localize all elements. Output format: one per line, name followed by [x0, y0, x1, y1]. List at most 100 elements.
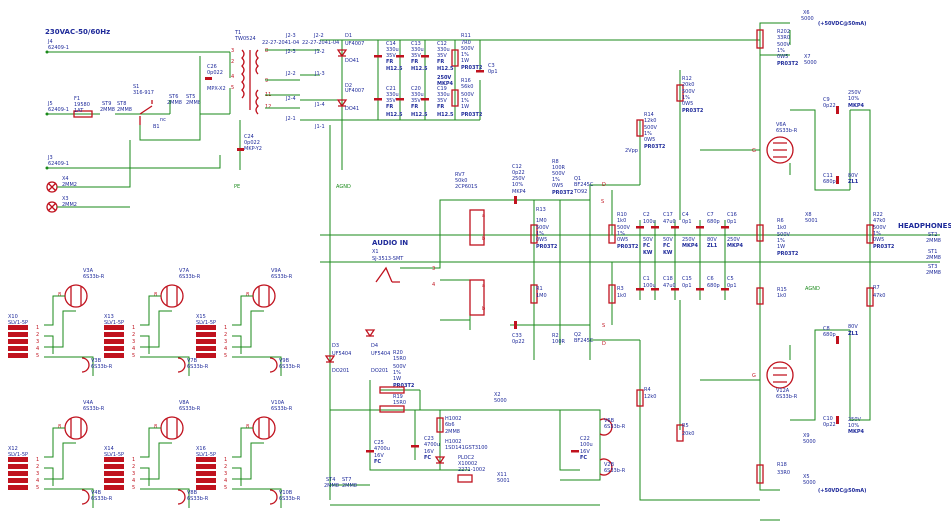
- svg-text:FC: FC: [663, 243, 670, 249]
- svg-text:10%: 10%: [848, 423, 859, 429]
- svg-text:J4: J4: [47, 39, 53, 45]
- svg-text:UF5404: UF5404: [332, 351, 351, 357]
- socket-pin-block: [104, 325, 124, 330]
- svg-text:R13: R13: [536, 207, 546, 213]
- socket-wiring: [44, 295, 94, 376]
- socket-pin-number: 4: [224, 346, 227, 352]
- socket-tube-bottom-label: V8B: [187, 490, 198, 496]
- svg-text:500V: 500V: [461, 92, 475, 98]
- socket-tube-top-type: 6S33b-R: [179, 406, 201, 412]
- svg-text:2CP601S: 2CP601S: [455, 184, 477, 190]
- svg-text:12: 12: [265, 104, 271, 110]
- svg-text:J1-4: J1-4: [314, 102, 325, 108]
- input-stage: C12 0p22 250V 10% MKP4 R8 100R 500V 1% 0…: [510, 159, 640, 360]
- svg-text:2MM8: 2MM8: [926, 255, 941, 261]
- socket-part: SLV1-5P: [104, 452, 124, 458]
- svg-text:R18: R18: [777, 462, 787, 468]
- svg-text:PR03T2: PR03T2: [461, 65, 483, 71]
- svg-text:3: 3: [432, 266, 435, 272]
- svg-text:J2-1: J2-1: [285, 116, 296, 122]
- svg-text:FR: FR: [411, 104, 418, 110]
- socket-pin-block: [196, 457, 216, 462]
- svg-text:5000: 5000: [803, 439, 816, 445]
- socket-pin-block: [104, 332, 124, 337]
- svg-text:DO41: DO41: [345, 58, 359, 64]
- svg-text:R3: R3: [617, 286, 624, 292]
- svg-text:1M0: 1M0: [536, 293, 547, 299]
- headphones-heading: HEADPHONES: [898, 222, 951, 230]
- heater-tube-b-icon: [177, 357, 186, 373]
- socket-pin-number: 5: [132, 353, 135, 359]
- svg-text:3: 3: [231, 48, 234, 54]
- svg-text:C23: C23: [424, 436, 434, 442]
- svg-text:Q1: Q1: [574, 176, 581, 182]
- tube-v12a: [766, 361, 794, 389]
- socket-tube-top-label: V9A: [271, 268, 282, 274]
- svg-text:330u: 330u: [386, 47, 399, 53]
- svg-text:BF245C: BF245C: [574, 182, 594, 188]
- svg-text:FR: FR: [386, 59, 393, 65]
- svg-text:R6: R6: [777, 218, 784, 224]
- svg-text:20k0: 20k0: [682, 431, 694, 437]
- socket-pin-number: 3: [36, 339, 39, 345]
- svg-text:100R: 100R: [552, 339, 566, 345]
- socket-pin-block: [196, 353, 216, 358]
- svg-text:0W5: 0W5: [536, 237, 547, 243]
- svg-text:100u: 100u: [643, 219, 656, 225]
- svg-text:X1: X1: [372, 249, 379, 255]
- svg-text:FR: FR: [386, 104, 393, 110]
- svg-text:C7: C7: [707, 212, 714, 218]
- svg-text:0W5: 0W5: [682, 101, 693, 107]
- svg-text:X9: X9: [803, 433, 810, 439]
- svg-text:G: G: [752, 373, 756, 379]
- socket-pin-block: [8, 464, 28, 469]
- svg-text:0p022: 0p022: [207, 70, 223, 76]
- svg-text:C12: C12: [512, 164, 522, 170]
- svg-text:10%: 10%: [848, 96, 859, 102]
- socket-tube-top-label: V8A: [179, 400, 190, 406]
- svg-text:b: b: [482, 306, 485, 312]
- svg-text:C33: C33: [512, 333, 522, 339]
- svg-text:680p: 680p: [707, 219, 720, 225]
- svg-text:MKP-Y2: MKP-Y2: [244, 146, 262, 152]
- svg-text:7R0: 7R0: [461, 40, 471, 46]
- svg-text:80V: 80V: [707, 237, 717, 243]
- socket-pin-number: 2: [224, 332, 227, 338]
- svg-text:35V: 35V: [411, 53, 421, 59]
- socket-pin-block: [196, 464, 216, 469]
- svg-text:1%: 1%: [682, 95, 690, 101]
- svg-text:1W: 1W: [393, 376, 401, 382]
- svg-text:2MM2: 2MM2: [62, 202, 77, 208]
- socket-part: SLV1-5P: [196, 452, 216, 458]
- svg-text:1k0: 1k0: [777, 293, 786, 299]
- svg-text:R11: R11: [461, 33, 471, 39]
- svg-text:J2-3: J2-3: [285, 49, 296, 55]
- svg-text:1%: 1%: [777, 238, 785, 244]
- svg-text:47u0: 47u0: [663, 283, 676, 289]
- svg-text:FC: FC: [580, 455, 587, 461]
- svg-text:V12A: V12A: [776, 388, 790, 394]
- svg-text:19580: 19580: [74, 102, 90, 108]
- svg-text:D4: D4: [371, 343, 378, 349]
- socket-pin-8: 8: [154, 292, 157, 298]
- svg-text:15R0: 15R0: [393, 356, 406, 362]
- socket-pin-block: [8, 485, 28, 490]
- svg-text:ST6: ST6: [169, 94, 178, 100]
- svg-text:250V: 250V: [437, 75, 451, 81]
- svg-text:500V: 500V: [682, 89, 696, 95]
- svg-text:0p1: 0p1: [488, 69, 498, 75]
- svg-text:J2-3: J2-3: [285, 33, 296, 39]
- svg-text:nc: nc: [160, 117, 166, 123]
- svg-text:PE: PE: [234, 184, 240, 190]
- svg-text:MKP4: MKP4: [437, 81, 454, 87]
- socket-pin-block: [8, 353, 28, 358]
- audio-in-heading: AUDIO IN: [372, 239, 408, 247]
- svg-text:2MM8: 2MM8: [186, 100, 201, 106]
- svg-text:PR03T2: PR03T2: [393, 383, 415, 389]
- svg-text:ST1: ST1: [928, 249, 937, 255]
- svg-text:2271-1002: 2271-1002: [458, 467, 485, 473]
- svg-text:C22: C22: [580, 436, 590, 442]
- svg-text:1%: 1%: [873, 231, 881, 237]
- svg-text:D: D: [602, 341, 606, 347]
- svg-text:ST9: ST9: [102, 101, 111, 107]
